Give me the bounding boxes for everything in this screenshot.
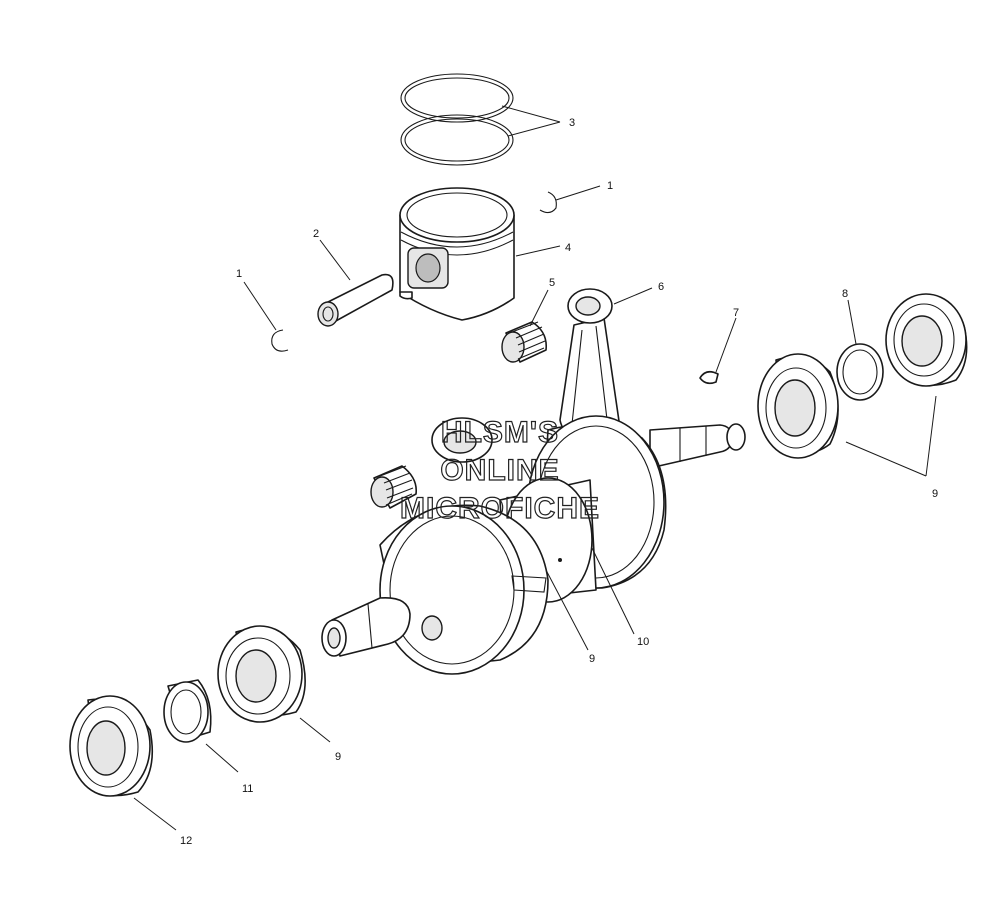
callout-6: 6 <box>658 281 664 293</box>
circlip-right <box>539 191 557 214</box>
watermark: HLSM'S ONLINE MICROFICHE <box>399 415 600 525</box>
callout-3: 3 <box>569 117 575 129</box>
piston-pin <box>317 273 394 327</box>
leader-lines <box>133 105 937 831</box>
callout-5: 5 <box>549 277 555 289</box>
needle-bearing-lower <box>370 465 418 509</box>
watermark-line-3: MICROFICHE <box>400 492 600 525</box>
callout-9-center: 9 <box>589 653 595 665</box>
callout-11: 11 <box>242 783 253 795</box>
callout-1-right: 1 <box>607 180 613 192</box>
seal-right <box>885 293 968 387</box>
circlip-left <box>271 329 289 352</box>
connecting-rod <box>559 288 622 443</box>
bearing-right <box>757 353 839 459</box>
callout-labels: 3 1 4 2 1 5 6 7 8 9 9 10 9 11 12 <box>180 117 938 847</box>
callout-4: 4 <box>565 242 571 254</box>
callout-10: 10 <box>637 636 649 648</box>
needle-bearing-upper <box>501 321 548 363</box>
piston <box>399 187 515 321</box>
shim-ring <box>836 343 884 401</box>
piston-rings <box>400 73 514 166</box>
woodruff-key <box>699 370 719 385</box>
callout-7: 7 <box>733 307 739 319</box>
callout-9-left: 9 <box>335 751 341 763</box>
callout-2: 2 <box>313 228 319 240</box>
watermark-line-1: HLSM'S <box>441 416 559 449</box>
callout-8: 8 <box>842 288 848 300</box>
bearing-left <box>217 625 306 723</box>
watermark-line-2: ONLINE <box>440 454 559 487</box>
callout-9-right: 9 <box>932 488 938 500</box>
crankshaft <box>321 415 746 675</box>
callout-12: 12 <box>180 835 192 847</box>
callout-1-left: 1 <box>236 268 242 280</box>
spacer-ring <box>163 679 212 743</box>
seal-left <box>69 695 154 797</box>
